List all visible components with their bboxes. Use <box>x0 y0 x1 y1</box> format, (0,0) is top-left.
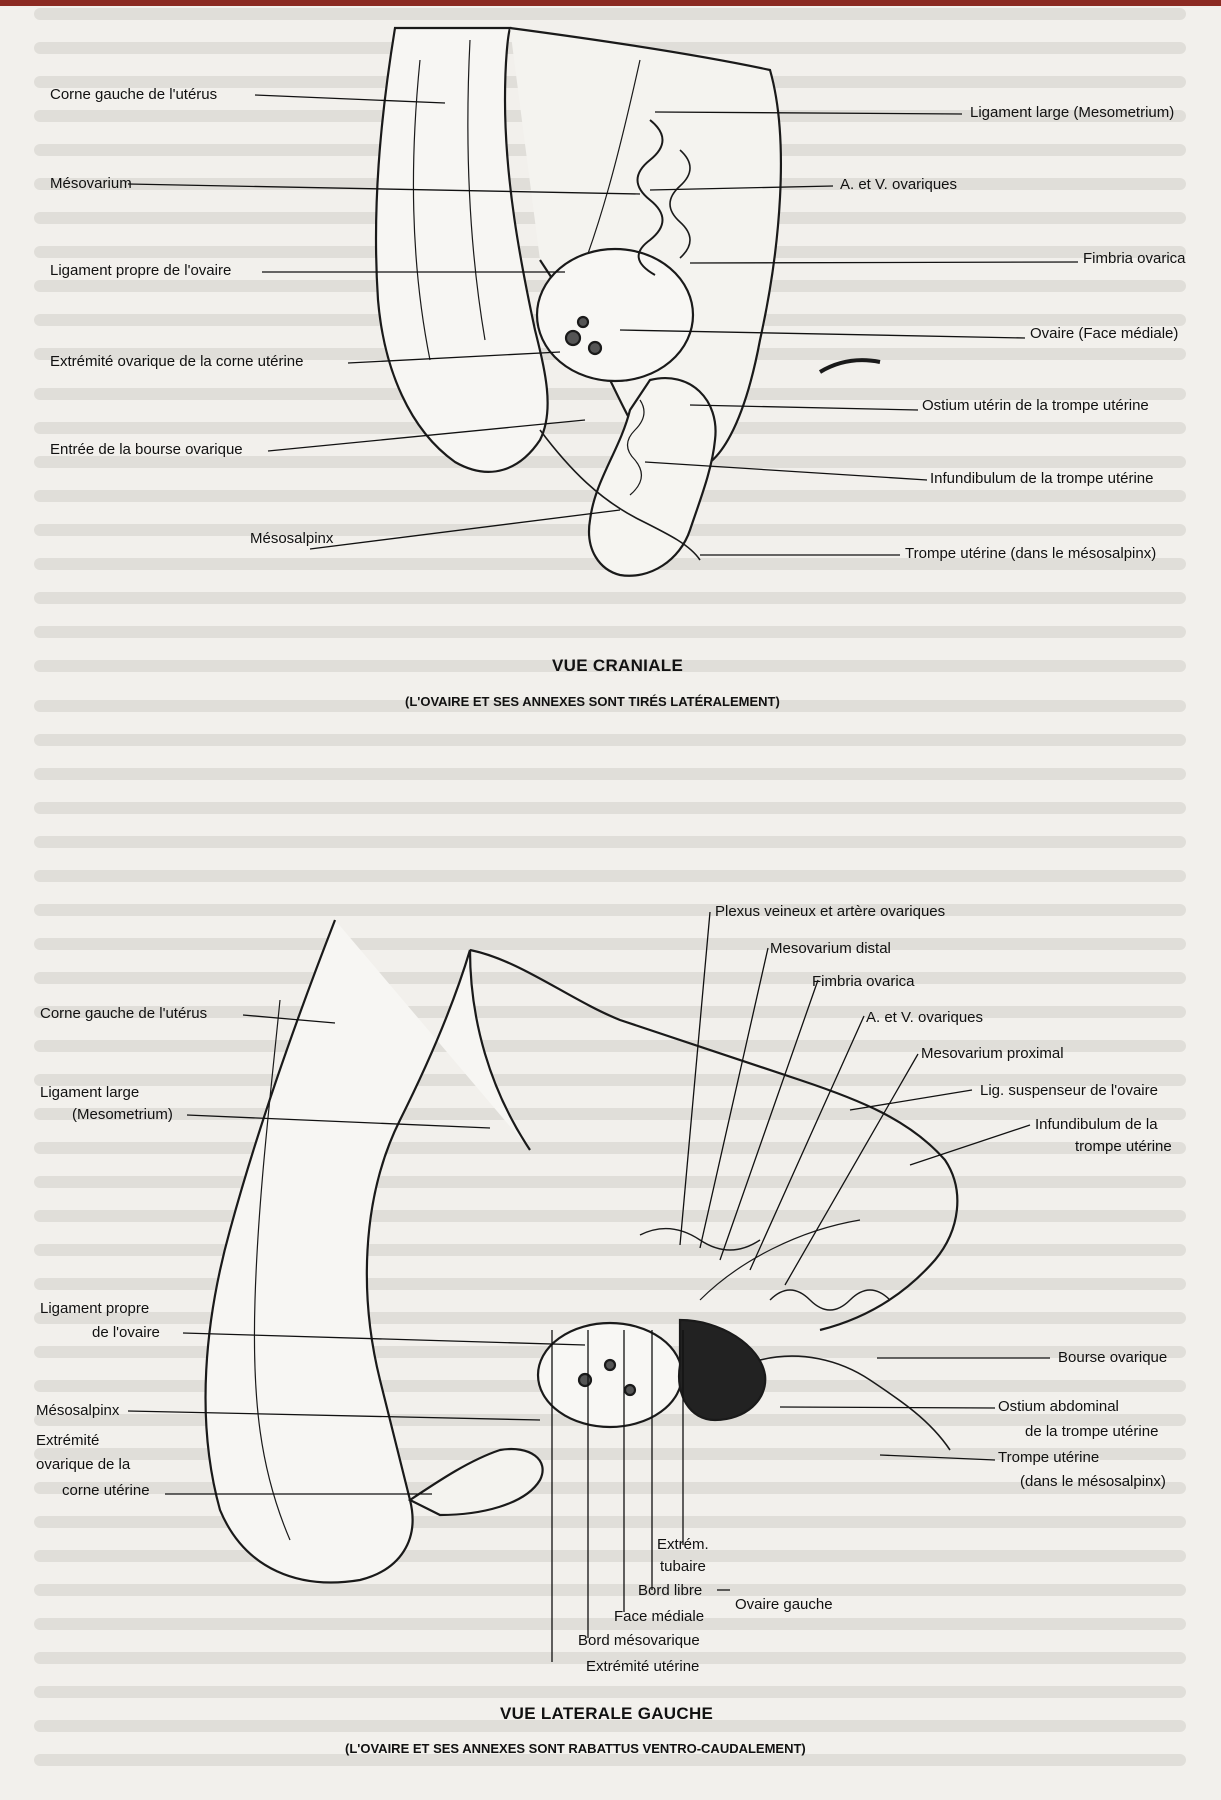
label-ostium-uterin: Ostium utérin de la trompe utérine <box>922 397 1149 415</box>
label-lat-bourse: Bourse ovarique <box>1058 1349 1167 1367</box>
label-lat-ligament-large-1: Ligament large <box>40 1084 139 1102</box>
label-lat-extrem-1: Extrém. <box>657 1536 709 1554</box>
label-lat-ligament-propre-2: de l'ovaire <box>92 1324 160 1342</box>
label-corne-gauche: Corne gauche de l'utérus <box>50 86 217 104</box>
lateral-title: VUE LATERALE GAUCHE <box>500 1704 713 1724</box>
label-a-v-ovariques: A. et V. ovariques <box>840 176 957 194</box>
label-lat-mesovarium-distal: Mesovarium distal <box>770 940 891 958</box>
cranial-infundibulum <box>589 378 716 576</box>
label-lat-trompe-2: (dans le mésosalpinx) <box>1020 1473 1166 1491</box>
label-lat-extrem-2: tubaire <box>660 1558 706 1576</box>
label-lat-ligament-propre-1: Ligament propre <box>40 1300 149 1318</box>
label-ovaire-face-mediale: Ovaire (Face médiale) <box>1030 325 1178 343</box>
label-lat-av-ovariques: A. et V. ovariques <box>866 1009 983 1027</box>
label-lat-plexus: Plexus veineux et artère ovariques <box>715 903 945 921</box>
label-mesovarium: Mésovarium <box>50 175 132 193</box>
label-lat-mesosalpinx: Mésosalpinx <box>36 1402 119 1420</box>
label-lat-ostium-1: Ostium abdominal <box>998 1398 1119 1416</box>
cranial-subtitle: (L'OVAIRE ET SES ANNEXES SONT TIRÉS LATÉ… <box>405 694 780 709</box>
label-mesosalpinx: Mésosalpinx <box>250 530 333 548</box>
label-lat-ovaire-gauche: Ovaire gauche <box>735 1596 833 1614</box>
label-lat-bord-mesovarique: Bord mésovarique <box>578 1632 700 1650</box>
label-lat-extremite-2: ovarique de la <box>36 1456 130 1474</box>
cranial-ovary <box>537 249 693 381</box>
cranial-title: VUE CRANIALE <box>552 656 683 676</box>
label-infundibulum: Infundibulum de la trompe utérine <box>930 470 1153 488</box>
label-lat-lig-suspenseur: Lig. suspenseur de l'ovaire <box>980 1082 1158 1100</box>
label-entree-bourse: Entrée de la bourse ovarique <box>50 441 243 459</box>
label-lat-infundibulum-2: trompe utérine <box>1075 1138 1172 1156</box>
label-lat-extremite-1: Extrémité <box>36 1432 99 1450</box>
lateral-ovary <box>538 1323 682 1427</box>
label-ligament-propre: Ligament propre de l'ovaire <box>50 262 231 280</box>
label-lat-fimbria: Fimbria ovarica <box>812 973 915 991</box>
label-lat-infundibulum-1: Infundibulum de la <box>1035 1116 1158 1134</box>
label-ligament-large: Ligament large (Mesometrium) <box>970 104 1174 122</box>
label-lat-face-mediale: Face médiale <box>614 1608 704 1626</box>
label-trompe-uterine: Trompe utérine (dans le mésosalpinx) <box>905 545 1156 563</box>
label-lat-ostium-2: de la trompe utérine <box>1025 1423 1158 1441</box>
lateral-subtitle: (L'OVAIRE ET SES ANNEXES SONT RABATTUS V… <box>345 1741 806 1756</box>
label-lat-mesovarium-proximal: Mesovarium proximal <box>921 1045 1064 1063</box>
label-lat-trompe-1: Trompe utérine <box>998 1449 1099 1467</box>
label-lat-extremite-3: corne utérine <box>62 1482 150 1500</box>
label-extremite-ovarique: Extrémité ovarique de la corne utérine <box>50 353 303 371</box>
label-fimbria-ovarica: Fimbria ovarica <box>1083 250 1186 268</box>
label-lat-bord-libre: Bord libre <box>638 1582 702 1600</box>
lateral-bursa-opening <box>679 1320 765 1420</box>
label-lat-corne-gauche: Corne gauche de l'utérus <box>40 1005 207 1023</box>
label-lat-extremite-uterine: Extrémité utérine <box>586 1658 699 1676</box>
label-lat-ligament-large-2: (Mesometrium) <box>72 1106 173 1124</box>
